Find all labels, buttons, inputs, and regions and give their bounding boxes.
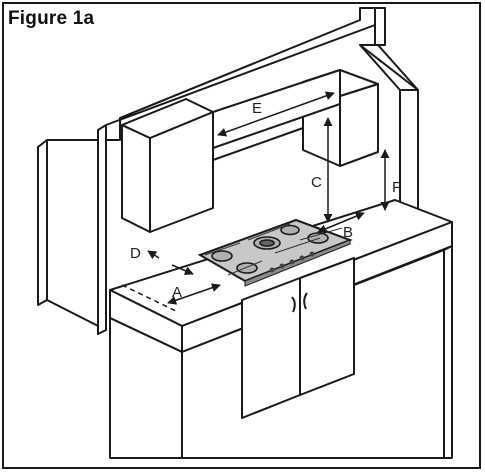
wall-cabinet-left [121, 98, 214, 233]
figure-frame [2, 2, 481, 469]
dimension-lines [121, 91, 390, 313]
left-side-wall [37, 124, 107, 335]
dimension-label-c: C [311, 174, 322, 191]
dimension-label-d: D [130, 245, 141, 262]
figure-title: Figure 1a [8, 8, 95, 29]
dimension-label-b: B [343, 224, 353, 241]
dimension-d-arrow-right [171, 264, 194, 275]
dimension-label-e: E [252, 100, 262, 117]
dimension-e-arrow [217, 91, 335, 137]
cabinet-doors [241, 257, 355, 419]
dimension-label-a: A [172, 284, 182, 301]
gas-hob [197, 218, 353, 287]
dimension-label-f: F [392, 179, 401, 196]
dimension-a-arrow [167, 283, 221, 305]
dimension-a-extension [121, 284, 179, 313]
dimension-d-arrow-left [147, 250, 160, 260]
hob-knobs [269, 251, 315, 273]
door-handles [291, 292, 308, 313]
dimension-b-arrow [317, 211, 365, 234]
right-wall [399, 89, 419, 216]
